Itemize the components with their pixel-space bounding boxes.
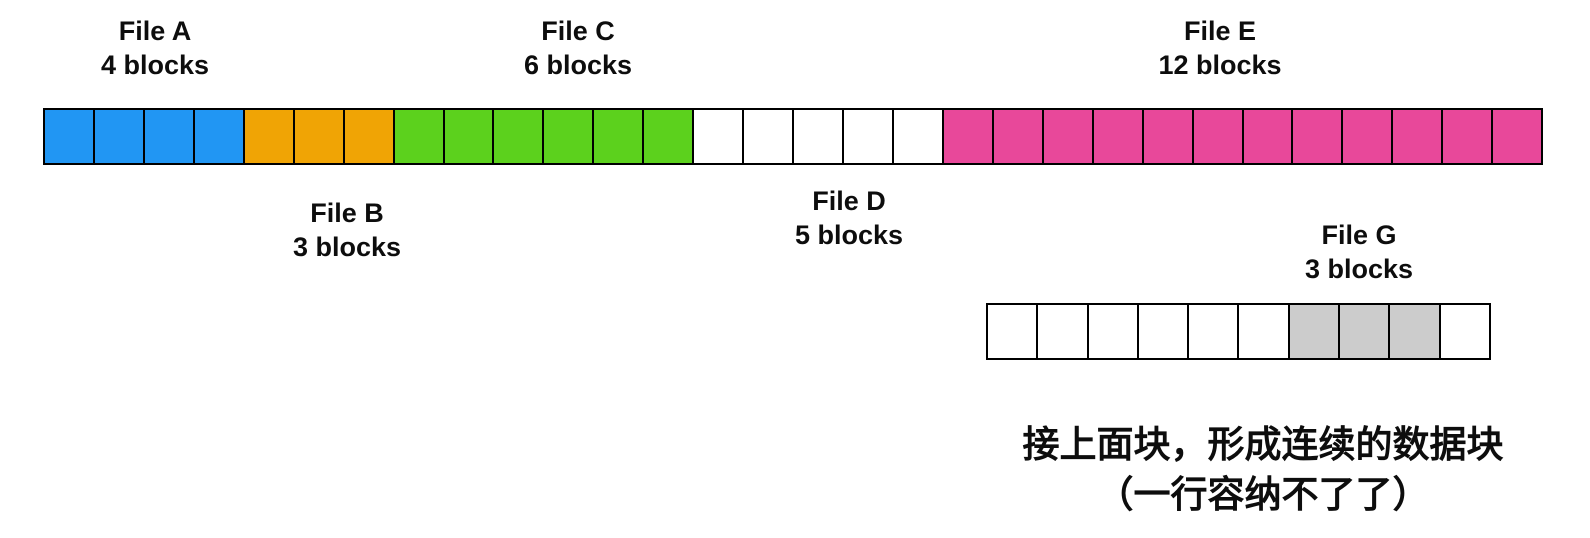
file-e-block <box>1342 109 1393 164</box>
file-c-block <box>543 109 594 164</box>
free-block <box>1188 304 1239 359</box>
caption-line-1: 接上面块，形成连续的数据块 <box>1022 424 1504 465</box>
file-b-label: File B 3 blocks <box>293 196 401 264</box>
file-g-block <box>1389 304 1440 359</box>
file-b-block <box>243 109 294 164</box>
file-g-label: File G 3 blocks <box>1305 218 1413 286</box>
free-block <box>793 109 843 164</box>
file-c-block <box>393 109 444 164</box>
disk-row-1 <box>43 108 1543 165</box>
file-g-block <box>1339 304 1390 359</box>
file-c-block <box>643 109 694 164</box>
file-d-count: 5 blocks <box>794 220 904 250</box>
file-d-label: File D 5 blocks <box>795 184 903 252</box>
free-block <box>892 109 943 164</box>
file-a-block <box>193 109 244 164</box>
file-e-block <box>1092 109 1143 164</box>
file-a-count: 4 blocks <box>100 50 210 80</box>
file-e-block <box>1392 109 1443 164</box>
file-c-label: File C 6 blocks <box>524 14 632 82</box>
file-e-block <box>1142 109 1193 164</box>
file-e-block <box>1292 109 1343 164</box>
disk-row-2 <box>986 303 1491 360</box>
file-c-block <box>443 109 494 164</box>
file-g-count: 3 blocks <box>1304 254 1414 284</box>
free-block <box>987 304 1038 359</box>
caption-line-2: （一行容纳不了了） <box>1096 474 1430 515</box>
file-e-block <box>1242 109 1293 164</box>
file-b-title: File B <box>310 198 384 228</box>
file-e-count: 12 blocks <box>1158 50 1282 80</box>
file-d-title: File D <box>812 186 886 216</box>
free-block <box>693 109 744 164</box>
file-a-block <box>143 109 194 164</box>
file-a-block <box>93 109 144 164</box>
free-block <box>1087 304 1138 359</box>
file-e-block <box>1492 109 1543 164</box>
file-e-block <box>1442 109 1493 164</box>
file-e-title: File E <box>1183 16 1257 46</box>
file-g-block <box>1288 304 1340 359</box>
file-a-title: File A <box>118 16 192 46</box>
file-b-block <box>343 109 394 164</box>
file-c-block <box>493 109 544 164</box>
free-block <box>1137 304 1189 359</box>
file-b-block <box>293 109 344 164</box>
file-g-title: File G <box>1321 220 1397 250</box>
file-e-block <box>992 109 1043 164</box>
free-block <box>1439 304 1490 359</box>
file-c-title: File C <box>541 16 615 46</box>
file-a-label: File A 4 blocks <box>101 14 209 82</box>
free-block <box>1037 304 1088 359</box>
file-e-block <box>942 109 993 164</box>
file-c-count: 6 blocks <box>523 50 633 80</box>
caption: 接上面块，形成连续的数据块 （一行容纳不了了） <box>1023 420 1504 520</box>
file-e-block <box>1192 109 1243 164</box>
free-block <box>743 109 794 164</box>
file-e-block <box>1042 109 1093 164</box>
free-block <box>843 109 893 164</box>
free-block <box>1238 304 1289 359</box>
file-a-block <box>44 109 94 164</box>
file-c-block <box>593 109 644 164</box>
file-b-count: 3 blocks <box>292 232 402 262</box>
file-e-label: File E 12 blocks <box>1158 14 1281 82</box>
